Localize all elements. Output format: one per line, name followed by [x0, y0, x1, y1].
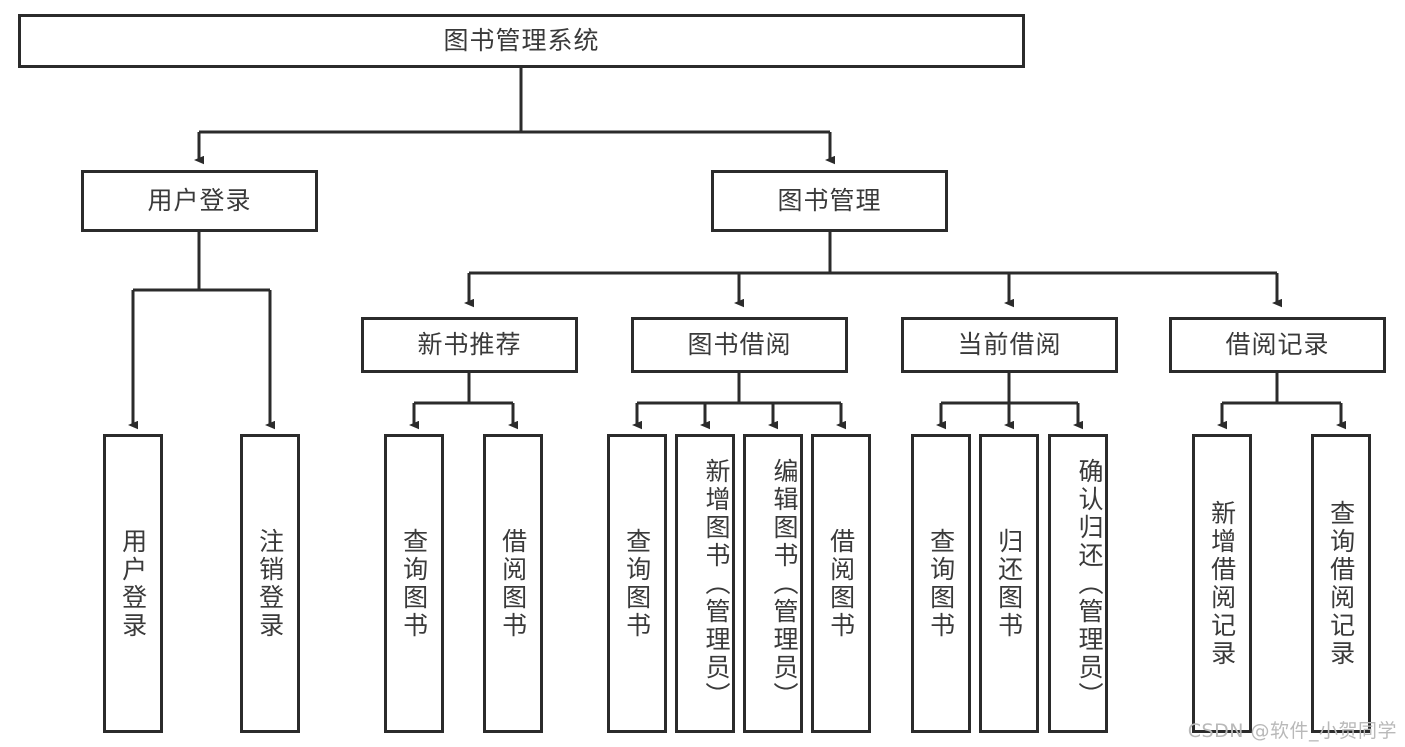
node-label: 图书借阅: [687, 330, 792, 359]
node-label: 查询图书: [926, 527, 956, 640]
node-leaf-query-book-current[interactable]: 查询图书: [911, 434, 971, 733]
node-leaf-borrow-book-borrow[interactable]: 借阅图书: [811, 434, 871, 733]
node-label: 确认归还（管理员）: [1075, 457, 1104, 710]
node-label: 借阅图书: [826, 527, 856, 640]
node-new-book-recommendation[interactable]: 新书推荐: [361, 317, 578, 373]
node-label: 图书管理系统: [443, 26, 600, 55]
node-label: 编辑图书（管理员）: [770, 457, 799, 710]
node-leaf-add-book[interactable]: 新增图书（管理员）: [675, 434, 735, 733]
node-label: 借阅图书: [498, 527, 528, 640]
node-label: 新书推荐: [417, 330, 522, 359]
node-root-book-management-system[interactable]: 图书管理系统: [18, 14, 1025, 68]
node-book-borrow[interactable]: 图书借阅: [631, 317, 848, 373]
node-label: 借阅记录: [1225, 330, 1330, 359]
node-leaf-query-book-newbook[interactable]: 查询图书: [384, 434, 444, 733]
node-leaf-query-book-borrow[interactable]: 查询图书: [607, 434, 667, 733]
node-leaf-user-login[interactable]: 用户登录: [103, 434, 163, 733]
node-user-login[interactable]: 用户登录: [81, 170, 318, 232]
node-label: 查询图书: [622, 527, 652, 640]
node-label: 图书管理: [777, 186, 882, 215]
node-leaf-logout[interactable]: 注销登录: [240, 434, 300, 733]
node-current-borrow[interactable]: 当前借阅: [901, 317, 1118, 373]
node-leaf-confirm-return[interactable]: 确认归还（管理员）: [1048, 434, 1108, 733]
node-label: 用户登录: [147, 186, 252, 215]
node-label: 归还图书: [994, 527, 1024, 640]
node-book-management[interactable]: 图书管理: [711, 170, 948, 232]
node-leaf-query-borrow-record[interactable]: 查询借阅记录: [1311, 434, 1371, 733]
node-label: 新增图书（管理员）: [702, 457, 731, 710]
node-leaf-borrow-book-newbook[interactable]: 借阅图书: [483, 434, 543, 733]
csdn-watermark: CSDN @软件_小贺同学: [1187, 720, 1397, 742]
node-leaf-return-book[interactable]: 归还图书: [979, 434, 1039, 733]
node-label: 用户登录: [118, 527, 148, 640]
node-leaf-edit-book[interactable]: 编辑图书（管理员）: [743, 434, 803, 733]
node-label: 当前借阅: [957, 330, 1062, 359]
node-label: 注销登录: [255, 527, 285, 640]
node-label: 查询图书: [399, 527, 429, 640]
node-label: 新增借阅记录: [1207, 499, 1237, 668]
node-label: 查询借阅记录: [1326, 499, 1356, 668]
node-borrow-records[interactable]: 借阅记录: [1169, 317, 1386, 373]
node-leaf-add-borrow-record[interactable]: 新增借阅记录: [1192, 434, 1252, 733]
